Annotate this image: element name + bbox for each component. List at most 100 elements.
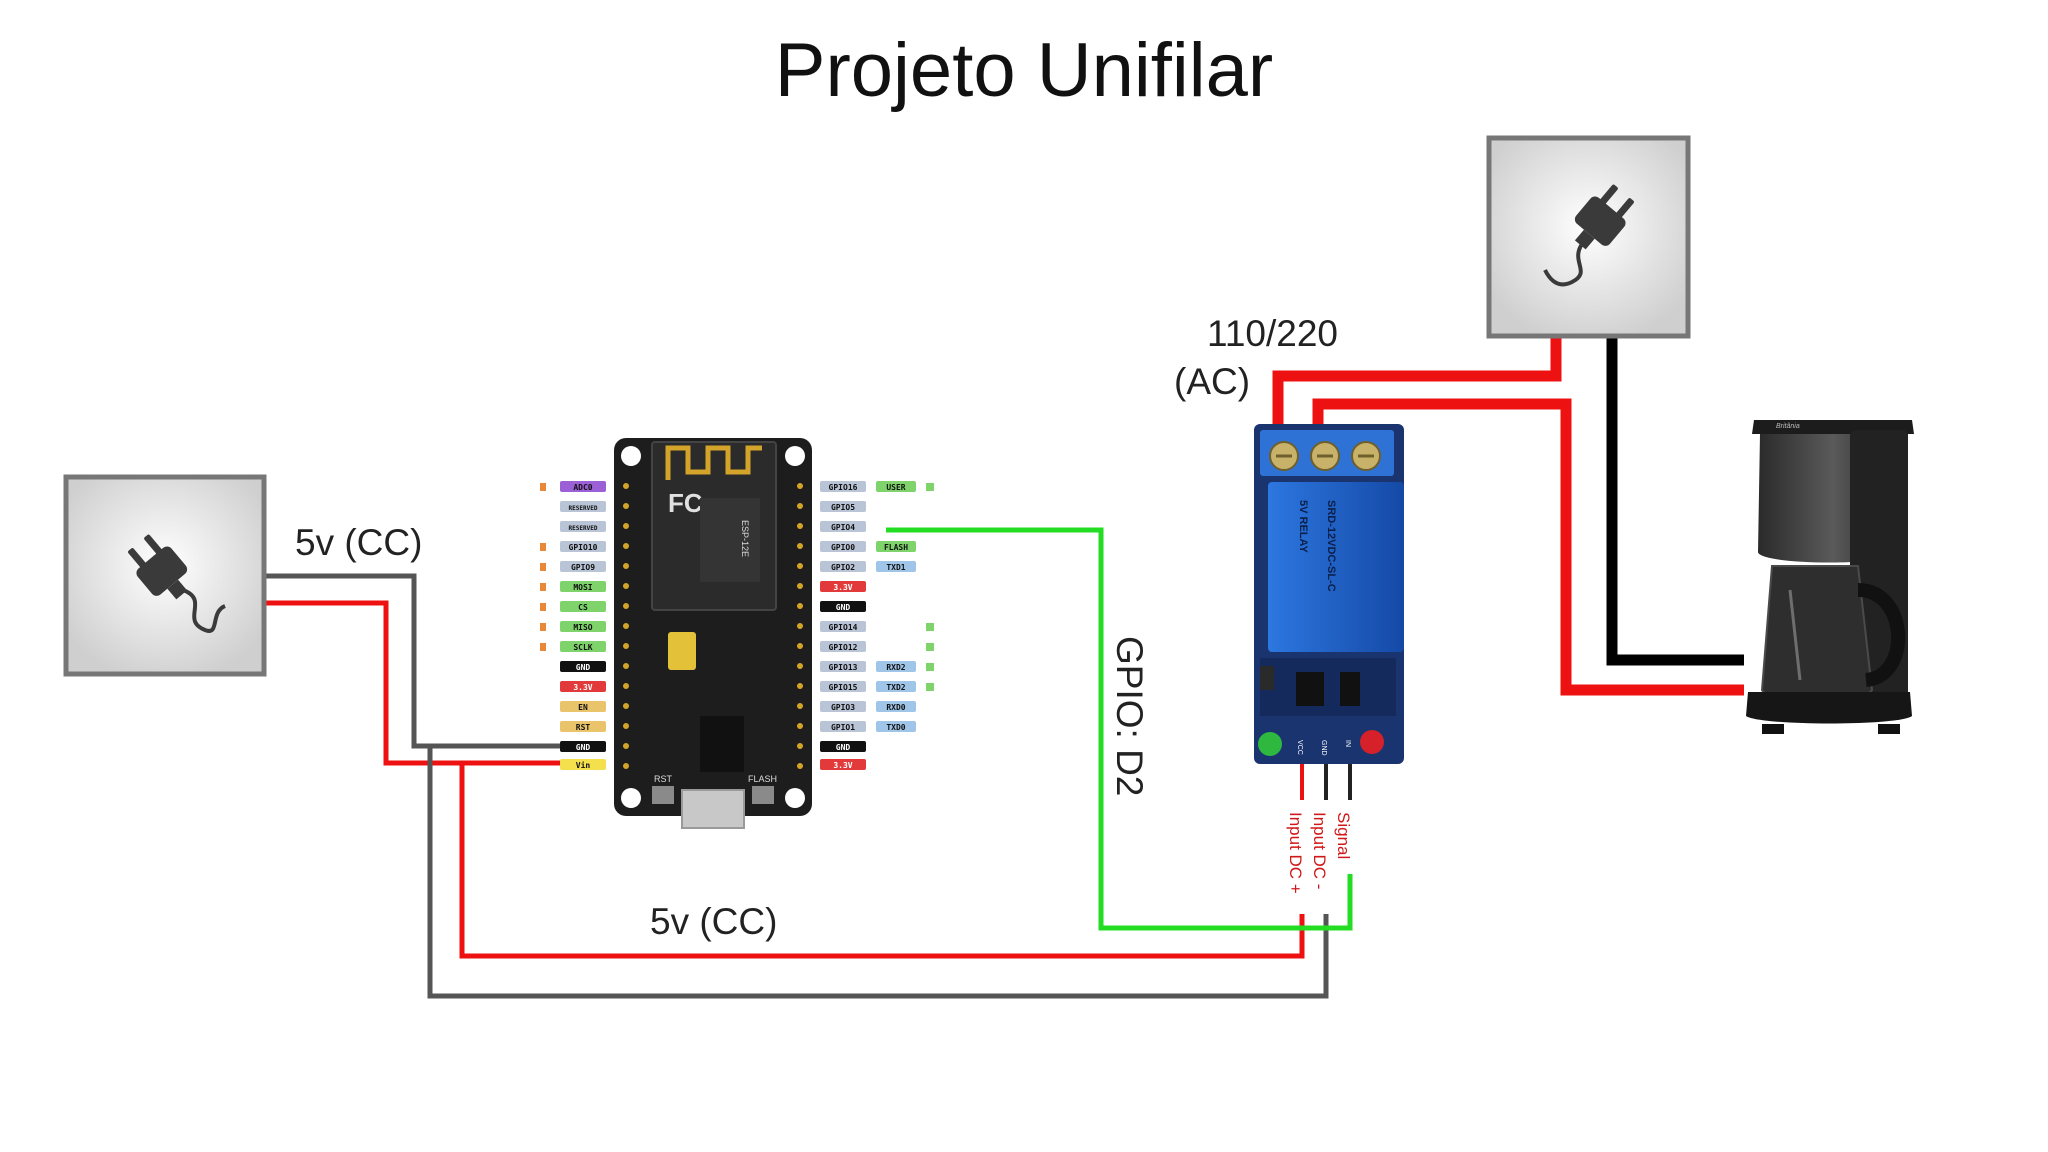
svg-text:GPIO3: GPIO3: [831, 703, 855, 712]
svg-text:GPIO12: GPIO12: [829, 643, 858, 652]
svg-text:TXD2: TXD2: [886, 683, 905, 692]
svg-text:Vin: Vin: [576, 760, 591, 770]
svg-text:GPIO4: GPIO4: [831, 523, 855, 532]
relay-module-text: 5V RELAY: [1297, 500, 1309, 553]
svg-text:MISO: MISO: [573, 623, 592, 632]
fcc-mark: FC: [668, 488, 703, 518]
pin-headers: [623, 483, 803, 769]
label-mains-voltage: 110/220: [1207, 313, 1338, 354]
relay-module: SRD-12VDC-SL-C 5V RELAY VCC GND IN Input…: [1254, 424, 1404, 894]
pin-alt-label: USER: [876, 481, 916, 492]
svg-text:GPIO14: GPIO14: [829, 623, 858, 632]
positive-wire-supply: [262, 600, 572, 766]
power-outlet-right: [1486, 135, 1691, 339]
svg-text:GND: GND: [576, 743, 591, 752]
pin-label: 3.3V: [820, 759, 866, 770]
svg-text:USER: USER: [886, 483, 905, 492]
svg-text:TXD0: TXD0: [886, 723, 905, 732]
plug-cable: [1543, 242, 1584, 287]
lead-label-vcc: Input DC +: [1286, 812, 1305, 894]
svg-text:GND: GND: [836, 603, 851, 612]
pin-alt-label: TXD0: [876, 721, 916, 732]
svg-text:MOSI: MOSI: [573, 583, 592, 592]
relay-pin-in: IN: [1344, 740, 1351, 747]
pin-label: GPIO13: [820, 661, 866, 672]
pin-alt-label: TXD1: [876, 561, 916, 572]
flash-button: [752, 786, 774, 804]
svg-text:GPIO10: GPIO10: [569, 543, 598, 552]
pin-label: GPIO15: [820, 681, 866, 692]
pin-label: 3.3V: [820, 581, 866, 592]
label-mains-type: (AC): [1174, 361, 1250, 402]
svg-text:RXD2: RXD2: [886, 663, 905, 672]
ground-wire-supply: [262, 573, 572, 749]
pin-label: GPIO5: [820, 501, 866, 512]
pin-label: GND: [820, 741, 866, 752]
status-led: [1360, 730, 1384, 754]
pin-label: GND: [560, 661, 606, 672]
pin-alt-label: RXD2: [876, 661, 916, 672]
svg-text:RESERVED: RESERVED: [569, 505, 598, 512]
relay-body: [1268, 482, 1404, 652]
power-outlet-left: [63, 474, 267, 677]
pin-label: GPIO2: [820, 561, 866, 572]
pin-label: GPIO12: [820, 641, 866, 652]
pin-label: RESERVED: [560, 501, 606, 512]
pin-alt-label: TXD2: [876, 681, 916, 692]
relay-pin-vcc: VCC: [1296, 740, 1303, 755]
pin-label: GPIO14: [820, 621, 866, 632]
svg-text:GPIO5: GPIO5: [831, 503, 855, 512]
pin-alt-label: RXD0: [876, 701, 916, 712]
svg-text:3.3V: 3.3V: [833, 761, 852, 770]
pin-label: SCLK: [560, 641, 606, 652]
plug-cable: [182, 588, 227, 633]
svg-text:ADC0: ADC0: [573, 483, 592, 492]
nodemcu-left-pins: ADC0 RESERVED RESERVED GPIO10 GPIO9 MOSI…: [540, 481, 606, 770]
label-gpio-d2: GPIO: D2: [1109, 636, 1150, 796]
svg-text:GPIO15: GPIO15: [829, 683, 858, 692]
pin-alt-label: FLASH: [876, 541, 916, 552]
rst-button: [652, 786, 674, 804]
pin-label: GPIO4: [820, 521, 866, 532]
usb-port: [681, 789, 745, 829]
coffee-maker: Britânia: [1746, 420, 1914, 734]
ac-live-wire-in: [1272, 338, 1562, 426]
svg-text:RST: RST: [576, 723, 591, 732]
svg-text:GND: GND: [836, 743, 851, 752]
pin-label: GND: [560, 741, 606, 752]
power-plug-icon: [128, 534, 188, 600]
signal-wire-d2: [886, 527, 1353, 931]
ground-wire-relay: [427, 746, 1329, 999]
pin-label: GND: [820, 601, 866, 612]
svg-text:SCLK: SCLK: [573, 643, 592, 652]
svg-text:3.3V: 3.3V: [573, 683, 592, 692]
positive-wire-relay: [459, 763, 1305, 959]
svg-text:GND: GND: [576, 663, 591, 672]
voltage-regulator: [668, 632, 696, 670]
relay-pin-gnd: GND: [1320, 740, 1327, 756]
pin-label: RST: [560, 721, 606, 732]
pin-label: RESERVED: [560, 521, 606, 532]
carafe-handle: [1857, 583, 1905, 687]
relay-driver-area: [1260, 658, 1396, 716]
svg-text:RESERVED: RESERVED: [569, 525, 598, 532]
pin-label: MISO: [560, 621, 606, 632]
svg-text:CS: CS: [578, 603, 588, 612]
usb-uart-chip: [700, 716, 744, 772]
svg-text:TXD1: TXD1: [886, 563, 905, 572]
wires: [262, 338, 1744, 999]
svg-text:GPIO13: GPIO13: [829, 663, 858, 672]
lead-label-gnd: Input DC -: [1310, 812, 1329, 889]
svg-text:RXD0: RXD0: [886, 703, 905, 712]
pin-label: CS: [560, 601, 606, 612]
pin-label: GPIO9: [560, 561, 606, 572]
power-led: [1258, 732, 1282, 756]
pin-label: GPIO0: [820, 541, 866, 552]
coffee-carafe: [1760, 565, 1874, 702]
svg-text:GPIO16: GPIO16: [829, 483, 858, 492]
flash-label: FLASH: [748, 774, 777, 784]
nodemcu-right-pins: GPIO16 GPIO5 GPIO4 GPIO0 GPIO2 3.3V GND …: [820, 481, 934, 770]
svg-text:EN: EN: [578, 703, 588, 712]
label-supply-left: 5v (CC): [295, 522, 422, 563]
